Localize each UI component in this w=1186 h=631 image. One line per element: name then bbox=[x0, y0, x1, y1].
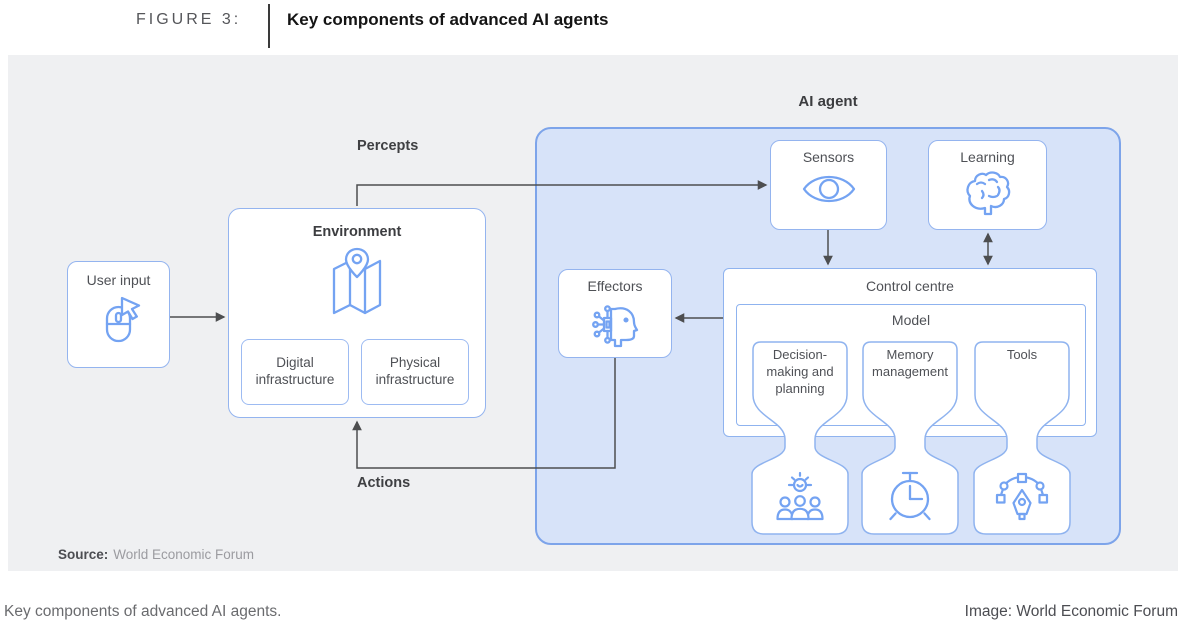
sensors-label: Sensors bbox=[802, 149, 855, 165]
header-divider bbox=[268, 4, 270, 48]
learning-label: Learning bbox=[960, 149, 1015, 165]
model-component-decision-label: Decision-making and planning bbox=[766, 347, 834, 396]
physical-infrastructure-label: Physical infrastructure bbox=[375, 355, 455, 387]
memory-management-icon-box bbox=[862, 458, 958, 534]
team-idea-icon bbox=[776, 471, 824, 521]
digital-infrastructure-box: Digital infrastructure bbox=[241, 339, 349, 405]
source-text: World Economic Forum bbox=[113, 547, 255, 562]
user-input-box: User input bbox=[67, 261, 170, 368]
figure-number-label: FIGURE 3: bbox=[136, 11, 242, 28]
model-component-memory-label: Memory management bbox=[872, 347, 948, 379]
diagram-panel: AI agent Control centre Model bbox=[8, 55, 1178, 571]
map-pin-icon bbox=[332, 247, 382, 315]
environment-box: Environment Digital infrastructure Physi… bbox=[228, 208, 486, 418]
model-label: Model bbox=[891, 312, 931, 328]
brain-icon bbox=[965, 170, 1010, 215]
source-prefix: Source: bbox=[58, 547, 109, 562]
alarm-clock-icon bbox=[889, 471, 931, 521]
user-input-label: User input bbox=[86, 272, 151, 288]
control-centre-label: Control centre bbox=[866, 278, 954, 294]
learning-box: Learning bbox=[928, 140, 1047, 230]
tools-icon-box bbox=[974, 458, 1070, 534]
image-credit: Image: World Economic Forum bbox=[964, 603, 1178, 620]
effectors-box: Effectors bbox=[558, 269, 672, 358]
percepts-label: Percepts bbox=[357, 138, 419, 154]
eye-icon bbox=[802, 175, 855, 202]
actions-label: Actions bbox=[357, 475, 411, 491]
effectors-label: Effectors bbox=[587, 278, 643, 294]
mouse-cursor-icon bbox=[105, 296, 140, 342]
ai-head-circuit-icon bbox=[592, 304, 639, 347]
sensors-box: Sensors bbox=[770, 140, 887, 230]
source-line: Source: World Economic Forum bbox=[58, 547, 254, 562]
figure-title: Key components of advanced AI agents bbox=[287, 10, 609, 29]
decision-making-icon-box bbox=[752, 458, 848, 534]
ai-agent-label: AI agent bbox=[798, 93, 858, 110]
pen-tool-icon bbox=[995, 472, 1049, 521]
digital-infrastructure-label: Digital infrastructure bbox=[255, 355, 335, 387]
figure-caption: Key components of advanced AI agents. bbox=[4, 603, 282, 620]
physical-infrastructure-box: Physical infrastructure bbox=[361, 339, 469, 405]
model-component-tools-label: Tools bbox=[1006, 347, 1038, 362]
environment-label: Environment bbox=[312, 224, 402, 240]
